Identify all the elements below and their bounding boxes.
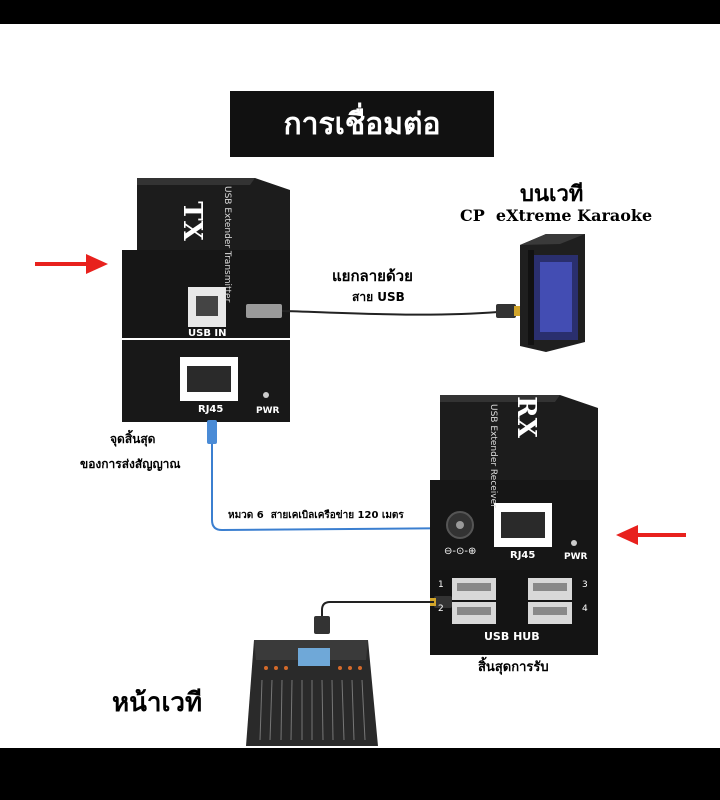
mixer-usb-cable xyxy=(314,596,452,634)
tx-pwr-label: PWR xyxy=(256,406,280,416)
rx-port-num-1: 1 xyxy=(438,580,444,590)
rx-receiver xyxy=(430,395,598,655)
arrow-left-indicator xyxy=(35,254,108,274)
rx-port-num-3: 3 xyxy=(582,580,588,590)
usb-cable-label-1: แยกลายด้วย xyxy=(332,267,413,285)
rx-dc-symbol: ⊖-⊙-⊕ xyxy=(444,546,477,557)
stage-top-subheading: CP eXtreme Karaoke xyxy=(460,206,653,225)
stage-top-heading: บนเวที xyxy=(520,181,584,207)
rx-side-text: USB Extender Receiver xyxy=(488,404,498,508)
bottom-black-bar xyxy=(0,748,720,800)
tx-transmitter xyxy=(122,178,290,422)
endpoint-label-1: จุดสิ้นสุด xyxy=(110,432,156,446)
endpoint-label-2: ของการส่งสัญญาณ xyxy=(80,457,181,471)
rx-hub-label: USB HUB xyxy=(484,630,540,643)
stage-front-label: หน้าเวที xyxy=(112,688,203,718)
tx-side-text: USB Extender Transmitter xyxy=(222,186,232,303)
usb-cable xyxy=(246,304,524,318)
usb-cable-label-2: สาย USB xyxy=(352,290,405,304)
page-title: การเชื่อมต่อ xyxy=(230,91,494,157)
tx-logo: TX xyxy=(176,201,207,241)
tx-usb-label: USB IN xyxy=(188,328,227,339)
rx-logo: RX xyxy=(510,396,541,438)
rx-port-num-2: 2 xyxy=(438,604,444,614)
rx-port-num-4: 4 xyxy=(582,604,588,614)
receiver-end-label: สิ้นสุดการรับ xyxy=(478,660,549,675)
top-black-bar xyxy=(0,0,720,24)
rx-pwr-label: PWR xyxy=(564,552,588,562)
arrow-right-indicator xyxy=(616,525,686,545)
tx-rj45-label: RJ45 xyxy=(198,404,224,415)
pc-tower xyxy=(520,234,585,352)
rx-rj45-label: RJ45 xyxy=(510,550,536,561)
mixer-console xyxy=(246,640,378,746)
lan-cable-label: หมวด 6 สายเคเบิลเครือข่าย 120 เมตร xyxy=(228,510,404,521)
